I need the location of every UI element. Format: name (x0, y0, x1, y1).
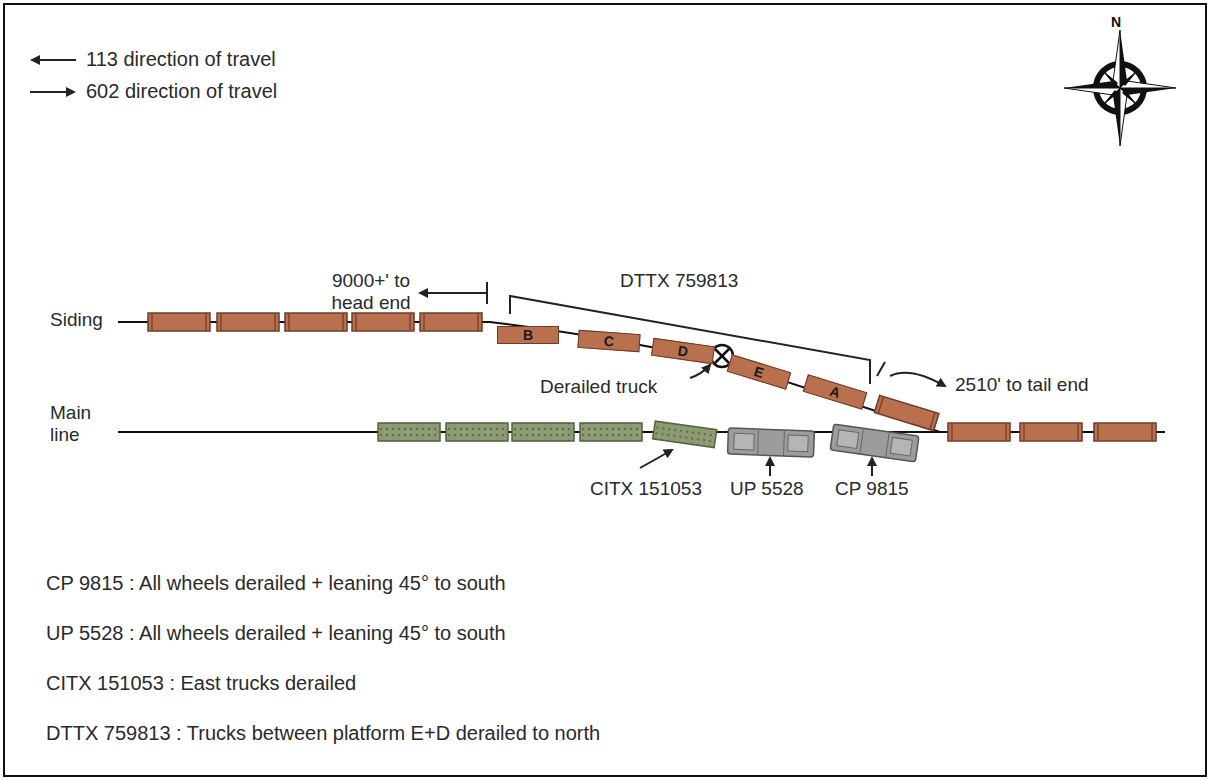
distance-note: 9000+' to head end (316, 270, 426, 314)
track-name: Siding (50, 309, 103, 331)
flatcar-platform: D (651, 338, 715, 364)
platform-letter: C (603, 334, 614, 349)
car-number: UP 5528 (730, 478, 804, 500)
track-name: Main line (50, 402, 102, 446)
legend-text: 602 direction of travel (86, 80, 277, 103)
note-text: UP 5528 : All wheels derailed + leaning … (46, 622, 506, 645)
compass-letter: N (1111, 14, 1121, 31)
platform-letter: B (523, 328, 533, 342)
distance-note: 2510' to tail end (955, 374, 1089, 396)
car-number: CP 9815 (835, 478, 909, 500)
callout-text: Derailed truck (540, 376, 657, 398)
flatcar-platform: A (803, 374, 868, 409)
note-text: CITX 151053 : East trucks derailed (46, 672, 356, 695)
car-number: DTTX 759813 (620, 270, 738, 292)
flatcar-platform: B (497, 326, 559, 344)
flatcar-platform: E (727, 354, 792, 389)
platform-letter: D (677, 343, 689, 358)
note-text: DTTX 759813 : Trucks between platform E+… (46, 722, 600, 745)
flatcar-platform: C (577, 330, 640, 352)
car-number: CITX 151053 (590, 478, 702, 500)
note-text: CP 9815 : All wheels derailed + leaning … (46, 572, 506, 595)
legend-text: 113 direction of travel (86, 48, 276, 71)
platform-letter: A (828, 384, 842, 400)
platform-letter: E (752, 364, 765, 380)
